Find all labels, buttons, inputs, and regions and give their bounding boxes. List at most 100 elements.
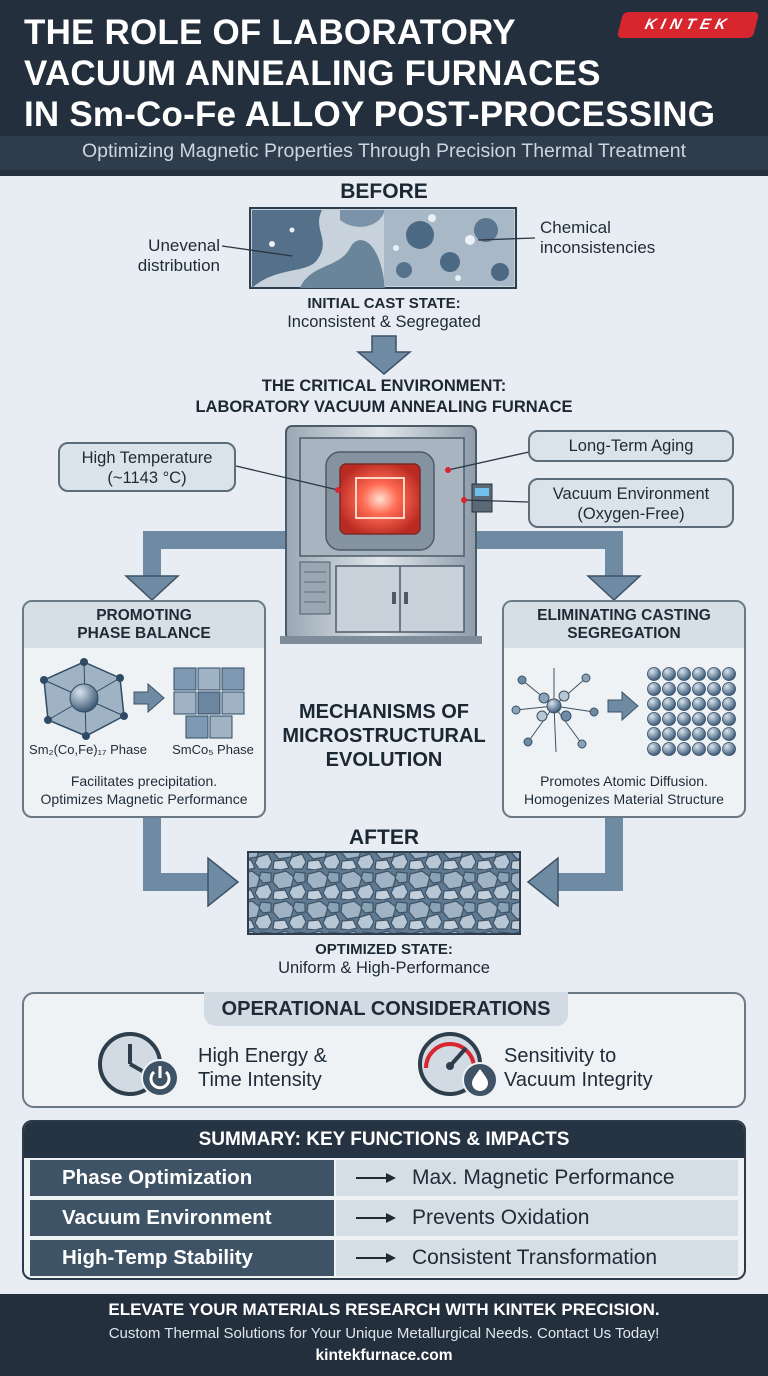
page-title: THE ROLE OF LABORATORY VACUUM ANNEALING … [24,12,744,135]
summary-impact-cell: Max. Magnetic Performance [336,1160,738,1196]
summary-impact-cell: Prevents Oxidation [336,1200,738,1236]
summary-impact-cell: Consistent Transformation [336,1240,738,1276]
lattice-atom [707,667,721,681]
lattice-atom [647,742,661,756]
flow-arrow-left-to-after-head [207,856,240,908]
footer-headline: ELEVATE YOUR MATERIALS RESEARCH WITH KIN… [108,1300,660,1319]
lattice-atom [722,667,736,681]
diffusing-atoms-icon [511,668,599,753]
table-row: Phase Optimization Max. Magnetic Perform… [30,1160,738,1196]
flow-arrow-left-head [124,575,180,602]
vacuum-environment-pill: Vacuum Environment (Oxygen-Free) [528,478,734,528]
lattice-atom [722,712,736,726]
flow-arrow-left [143,531,296,578]
down-arrow-icon [355,335,413,375]
footer-tagline: Custom Thermal Solutions for Your Unique… [108,1325,660,1342]
lattice-atom [722,682,736,696]
flow-arrow-right-to-after-head [526,856,559,908]
environment-heading: THE CRITICAL ENVIRONMENT: LABORATORY VAC… [195,377,573,416]
lattice-atom [662,667,676,681]
operational-considerations-panel: OPERATIONAL CONSIDERATIONS High Energy &… [22,992,746,1108]
lattice-atom [647,727,661,741]
smco5-phase-label: SmCo₅ Phase [172,742,254,757]
lattice-atom [722,697,736,711]
flow-arrow-right-head [586,575,642,602]
lattice-atom [707,682,721,696]
lattice-atom [692,742,706,756]
table-row: Vacuum Environment Prevents Oxidation [30,1200,738,1236]
lattice-atom [677,727,691,741]
smco5-crystal-icon [173,667,245,739]
ordered-lattice-icon [647,667,736,756]
title-line-2: VACUUM ANNEALING FURNACES [24,54,601,93]
lattice-atom [677,667,691,681]
callout-line-temp [235,465,339,491]
page-subtitle: Optimizing Magnetic Properties Through P… [81,140,687,162]
lattice-atom [707,727,721,741]
footer-website-link[interactable]: kintekfurnace.com [315,1347,453,1364]
lattice-atom [722,742,736,756]
lattice-atom [692,712,706,726]
long-term-aging-pill: Long-Term Aging [528,430,734,462]
lattice-atom [662,742,676,756]
table-row: High-Temp Stability Consistent Transform… [30,1240,738,1276]
before-heading: BEFORE [340,180,428,203]
lattice-atom [677,742,691,756]
casting-segregation-title: ELIMINATING CASTING SEGREGATION [504,602,744,648]
after-microstructure-image [247,851,521,935]
callout-line-left [221,245,293,257]
lattice-atom [662,682,676,696]
lattice-atom [692,727,706,741]
title-line-3: IN Sm-Co-Fe ALLOY POST-PROCESSING [24,95,716,134]
summary-table: SUMMARY: KEY FUNCTIONS & IMPACTS Phase O… [22,1120,746,1280]
chemical-inconsistencies-label: Chemical inconsistencies [540,218,656,257]
mechanisms-heading: MECHANISMS OF MICROSTRUCTURAL EVOLUTION [282,701,486,771]
casting-segregation-card: ELIMINATING CASTING SEGREGATION Promotes… [502,600,746,818]
summary-function: High-Temp Stability [30,1240,334,1276]
flow-arrow-right [470,531,623,578]
summary-impact: Consistent Transformation [412,1246,658,1269]
uneven-distribution-label: Unevenal distribution [137,236,220,275]
energy-time-item: High Energy & Time Intensity [198,1045,327,1091]
lattice-atom [677,682,691,696]
initial-state-caption: INITIAL CAST STATE: Inconsistent & Segre… [287,295,481,331]
lattice-atom [647,667,661,681]
vacuum-furnace-illustration [280,425,493,644]
lattice-atom [662,727,676,741]
lattice-atom [692,682,706,696]
phase-balance-title: PROMOTING PHASE BALANCE [24,602,264,648]
clock-power-icon [98,1032,179,1097]
lattice-atom [722,727,736,741]
lattice-atom [707,697,721,711]
casting-segregation-description: Promotes Atomic Diffusion. Homogenizes M… [524,773,724,807]
arrow-right-icon [356,1253,396,1263]
lattice-atom [662,712,676,726]
vacuum-integrity-item: Sensitivity to Vacuum Integrity [504,1045,653,1091]
lattice-atom [677,712,691,726]
before-microstructure-image [249,207,517,289]
summary-impact: Max. Magnetic Performance [412,1166,675,1189]
sm2cofe17-crystal-icon [40,658,128,740]
atomic-diffusion-illustration [511,667,736,756]
title-line-1: THE ROLE OF LABORATORY [24,13,516,52]
summary-impact: Prevents Oxidation [412,1206,590,1229]
arrow-right-icon [356,1213,396,1223]
lattice-atom [692,667,706,681]
optimized-state-caption: OPTIMIZED STATE: Uniform & High-Performa… [278,941,490,977]
footer: ELEVATE YOUR MATERIALS RESEARCH WITH KIN… [0,1294,768,1376]
lattice-atom [707,742,721,756]
lattice-atom [647,682,661,696]
operational-considerations-title: OPERATIONAL CONSIDERATIONS [204,992,568,1026]
phase-balance-description: Facilitates precipitation. Optimizes Mag… [40,773,248,807]
callout-line-vacuum [463,499,529,503]
arrow-right-icon [607,690,639,722]
vacuum-gauge-icon [418,1032,498,1098]
lattice-atom [707,712,721,726]
lattice-atom [647,697,661,711]
arrow-right-icon [133,682,165,714]
lattice-atom [677,697,691,711]
summary-function: Phase Optimization [30,1160,334,1196]
flow-arrow-left-to-after [143,818,210,891]
lattice-atom [692,697,706,711]
